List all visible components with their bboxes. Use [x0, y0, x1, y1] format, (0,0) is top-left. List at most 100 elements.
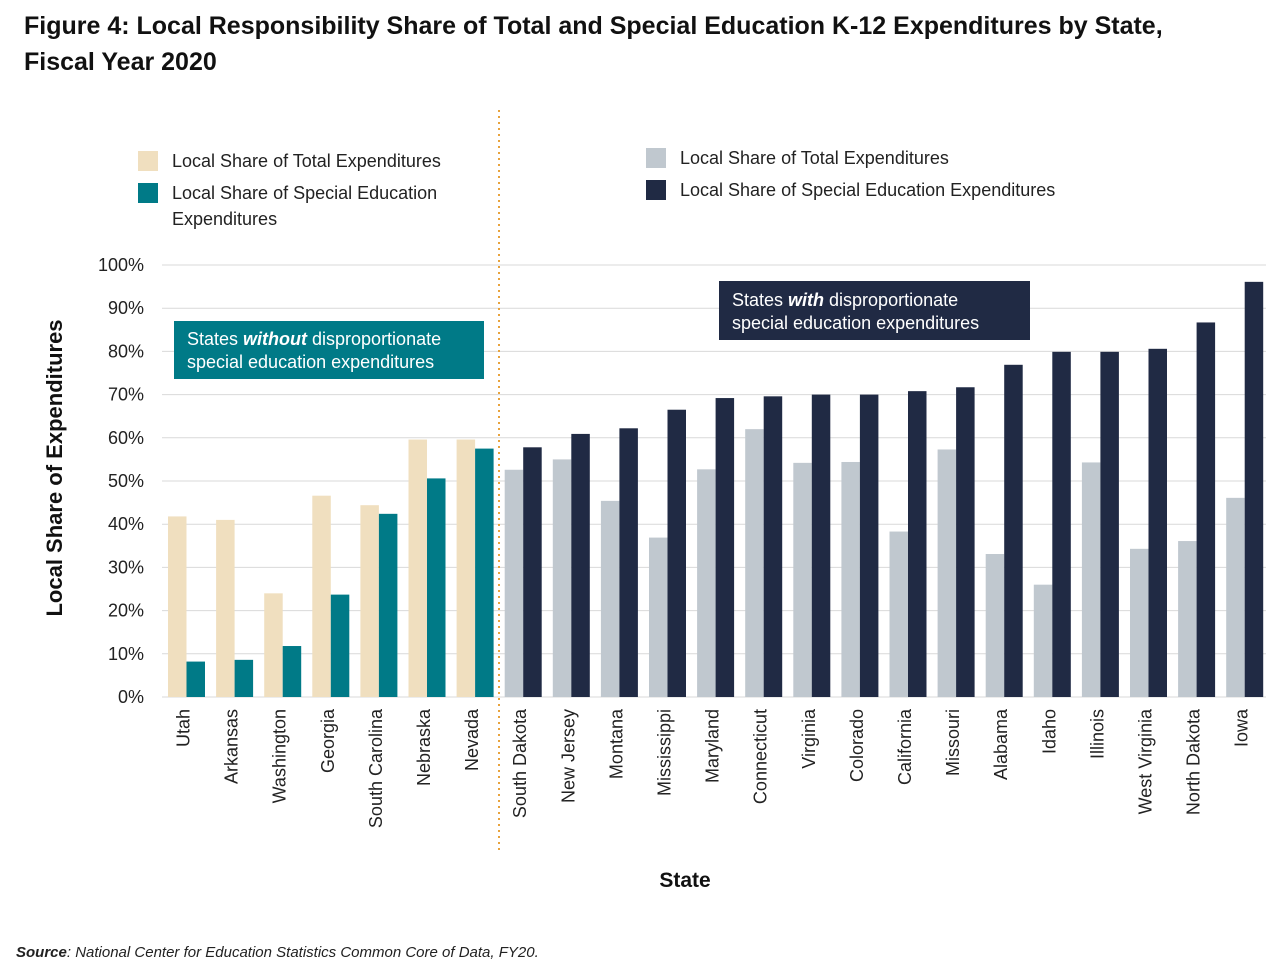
source-note: Source: National Center for Education St…	[16, 944, 539, 961]
x-tick-label-illinois: Illinois	[1087, 709, 1107, 759]
x-tick-label-missouri: Missouri	[943, 709, 963, 776]
bar-total-mississippi	[649, 537, 668, 697]
source-text: : National Center for Education Statisti…	[66, 944, 539, 961]
callout-without-box	[174, 321, 484, 379]
x-tick-label-washington: Washington	[270, 709, 290, 803]
bar-total-maryland	[697, 469, 716, 697]
callout-with-pre: States	[732, 290, 788, 310]
x-axis-title: State	[659, 869, 710, 892]
bar-sped-nebraska	[427, 478, 446, 697]
callout-with-post: disproportionate	[824, 290, 958, 310]
y-axis-title: Local Share of Expenditures	[42, 319, 67, 616]
x-tick-label-maryland: Maryland	[703, 709, 723, 783]
bar-sped-north-dakota	[1196, 322, 1216, 697]
source-label: Source	[16, 944, 67, 961]
bar-total-arkansas	[216, 519, 235, 697]
callout-without-pre: States	[187, 329, 243, 349]
x-tick-label-montana: Montana	[606, 708, 626, 779]
bar-total-montana	[600, 500, 620, 697]
x-tick-label-nebraska: Nebraska	[414, 708, 434, 786]
callout-without-emph: without	[243, 329, 308, 349]
callout-with-emph: with	[788, 290, 824, 310]
bar-sped-new-jersey	[571, 433, 590, 697]
legend-swatch-without-sped	[138, 183, 158, 203]
callout-with: States with disproportionate special edu…	[719, 281, 1030, 340]
bar-sped-maryland	[715, 398, 735, 697]
y-tick-label-6: 60%	[108, 428, 144, 448]
bar-sped-utah	[186, 661, 205, 697]
x-tick-label-new-jersey: New Jersey	[558, 709, 578, 803]
x-tick-label-idaho: Idaho	[1039, 709, 1059, 754]
x-tick-label-south-dakota: South Dakota	[510, 708, 530, 818]
x-tick-label-california: California	[895, 708, 915, 785]
callout-without: States without disproportionate special …	[174, 321, 484, 379]
bar-total-colorado	[841, 461, 860, 697]
y-axis-ticks: 0%10%20%30%40%50%60%70%80%90%100%	[98, 255, 144, 707]
bar-total-georgia	[312, 495, 331, 697]
bar-total-south-dakota	[504, 469, 524, 697]
x-tick-label-alabama: Alabama	[991, 708, 1011, 780]
callout-without-line-1: States without disproportionate	[187, 329, 441, 349]
y-tick-label-7: 70%	[108, 385, 144, 405]
callout-with-box	[719, 281, 1030, 340]
bar-total-idaho	[1033, 584, 1053, 697]
y-tick-label-0: 0%	[118, 687, 144, 707]
legend-label-without-sped-line-1: Local Share of Special Education	[172, 183, 437, 203]
bar-total-connecticut	[745, 429, 764, 697]
callout-without-line-2: special education expenditures	[187, 352, 434, 372]
legend-swatch-without-total	[138, 151, 158, 171]
bar-total-virginia	[793, 462, 812, 697]
legend-swatch-with-total	[646, 148, 666, 168]
x-tick-label-west-virginia: West Virginia	[1136, 708, 1156, 814]
callout-without-post: disproportionate	[307, 329, 441, 349]
legend-without: Local Share of Total Expenditures Local …	[138, 151, 441, 229]
x-tick-label-georgia: Georgia	[318, 708, 338, 773]
bar-total-alabama	[985, 554, 1005, 697]
legend-label-with-total: Local Share of Total Expenditures	[680, 148, 949, 168]
x-tick-label-south-carolina: South Carolina	[366, 708, 386, 828]
x-tick-label-iowa: Iowa	[1232, 708, 1252, 747]
chart-title-line-1: Figure 4: Local Responsibility Share of …	[24, 12, 1163, 40]
x-tick-label-mississippi: Mississippi	[655, 709, 675, 796]
bar-sped-nevada	[475, 448, 494, 697]
bar-sped-alabama	[1004, 364, 1023, 697]
x-tick-label-north-dakota: North Dakota	[1184, 708, 1204, 815]
bar-total-nebraska	[408, 439, 427, 697]
y-tick-label-1: 10%	[108, 644, 144, 664]
bar-total-washington	[264, 593, 283, 697]
x-tick-label-virginia: Virginia	[799, 708, 819, 769]
bar-sped-idaho	[1052, 351, 1071, 697]
y-tick-label-4: 40%	[108, 514, 144, 534]
bar-sped-colorado	[859, 394, 879, 697]
bar-total-iowa	[1226, 497, 1245, 697]
bar-sped-iowa	[1244, 281, 1264, 697]
legend-label-with-sped: Local Share of Special Education Expendi…	[680, 180, 1055, 200]
bar-sped-west-virginia	[1148, 348, 1167, 697]
bar-total-utah	[168, 516, 187, 697]
bar-total-north-dakota	[1178, 541, 1197, 697]
bar-total-missouri	[937, 449, 957, 697]
bar-total-illinois	[1081, 462, 1101, 697]
callout-with-line-1: States with disproportionate	[732, 290, 958, 310]
chart-title: Figure 4: Local Responsibility Share of …	[24, 8, 1254, 80]
bar-sped-south-carolina	[378, 513, 398, 697]
y-tick-label-2: 20%	[108, 601, 144, 621]
bar-sped-arkansas	[234, 659, 254, 697]
legend-label-without-sped-line-2: Expenditures	[172, 209, 277, 229]
y-tick-label-5: 50%	[108, 471, 144, 491]
legend-swatch-with-sped	[646, 180, 666, 200]
bar-sped-montana	[619, 428, 638, 697]
bar-sped-georgia	[330, 594, 350, 697]
bar-total-south-carolina	[360, 505, 379, 697]
callout-with-line-2: special education expenditures	[732, 313, 979, 333]
bar-sped-virginia	[811, 394, 831, 697]
bar-sped-washington	[282, 646, 302, 697]
bar-total-california	[889, 531, 908, 697]
x-tick-label-utah: Utah	[174, 709, 194, 747]
y-tick-label-8: 80%	[108, 341, 144, 361]
y-tick-label-9: 90%	[108, 298, 144, 318]
bar-sped-missouri	[956, 387, 975, 697]
x-tick-label-nevada: Nevada	[462, 708, 482, 771]
